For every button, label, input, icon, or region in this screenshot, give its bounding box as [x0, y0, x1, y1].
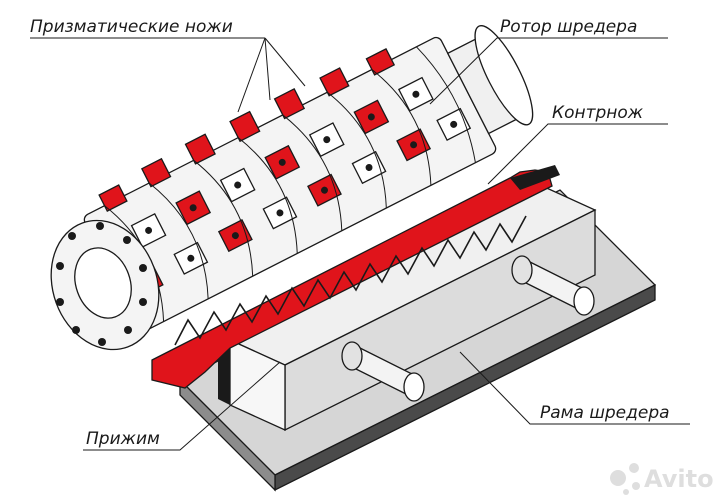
flange-bore	[74, 247, 132, 319]
leader-rotor	[429, 37, 668, 105]
knife-row-top	[98, 47, 396, 212]
counter-knife-dark-edge	[510, 165, 560, 190]
frame-pins	[341, 255, 595, 402]
frame-pin-front	[341, 341, 425, 402]
rotor-flange-right	[446, 25, 534, 135]
watermark-text: Avito	[644, 465, 714, 493]
shredder-rotor	[83, 25, 534, 332]
label-rotor: Ротор шредера	[500, 17, 637, 37]
label-frame: Рама шредера	[540, 403, 670, 423]
leader-lines	[30, 37, 690, 451]
frame-pin-back	[511, 255, 595, 316]
knife-bolts	[142, 90, 458, 285]
label-counter-knife: Контрнож	[552, 103, 644, 123]
frame-plate-left	[179, 378, 276, 492]
avito-watermark: Avito	[610, 463, 714, 495]
knife-dividers	[104, 46, 476, 322]
label-clamp: Прижим	[86, 429, 160, 449]
rotor-flange-left	[50, 219, 160, 351]
label-knives: Призматические ножи	[30, 17, 233, 37]
avito-dots-icon	[610, 463, 640, 495]
counter-knife	[151, 165, 560, 389]
counter-knife-teeth	[174, 215, 527, 346]
leader-clamp	[83, 361, 281, 451]
rotor-knives	[98, 46, 476, 322]
knife-row-mid	[130, 76, 434, 248]
counter-knife-plate	[151, 169, 553, 389]
leader-counter-knife	[487, 123, 668, 185]
flange-bolt-holes	[56, 222, 147, 346]
leader-frame	[459, 351, 690, 425]
